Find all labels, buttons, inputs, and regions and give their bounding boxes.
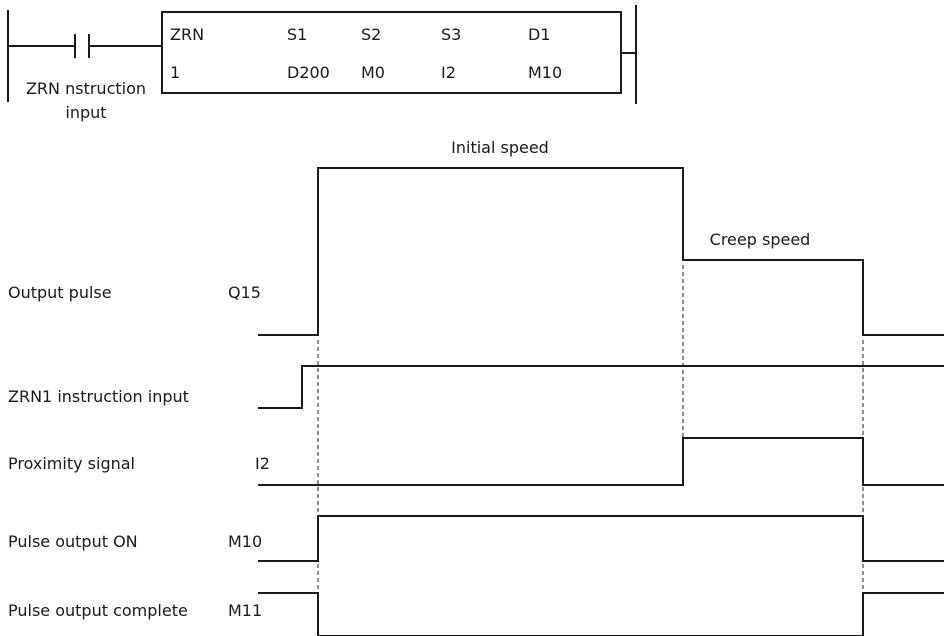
signal-name-zrn1-instruction-input: ZRN1 instruction input bbox=[8, 387, 189, 406]
header-s2: S2 bbox=[361, 25, 381, 44]
device-q15: Q15 bbox=[228, 283, 261, 302]
waveform-zrn1-instruction-input bbox=[258, 365, 944, 409]
creep-speed-label: Creep speed bbox=[710, 230, 811, 249]
device-m10: M10 bbox=[228, 532, 262, 551]
waveform-proximity-signal bbox=[258, 437, 944, 486]
signal-name-output-pulse: Output pulse bbox=[8, 283, 112, 302]
initial-speed-label: Initial speed bbox=[451, 138, 549, 157]
header-zrn: ZRN bbox=[170, 25, 204, 44]
normally-open-contact-icon bbox=[74, 34, 90, 58]
header-s3: S3 bbox=[441, 25, 461, 44]
instruction-operands: 1 D200 M0 I2 M10 bbox=[170, 63, 562, 82]
header-d1: D1 bbox=[528, 25, 551, 44]
waveform-output-pulse bbox=[258, 167, 944, 336]
operand-1: 1 bbox=[170, 63, 180, 82]
header-s1: S1 bbox=[287, 25, 307, 44]
signal-name-proximity-signal: Proximity signal bbox=[8, 454, 135, 473]
operand-d200: D200 bbox=[287, 63, 330, 82]
timing-markers bbox=[317, 265, 864, 636]
waveforms bbox=[258, 167, 944, 636]
operand-m0: M0 bbox=[361, 63, 385, 82]
contact-label-line2: input bbox=[65, 103, 106, 122]
device-m11: M11 bbox=[228, 601, 262, 620]
instruction-headers: ZRN S1 S2 S3 D1 bbox=[170, 25, 551, 44]
signal-name-pulse-output-on: Pulse output ON bbox=[8, 532, 138, 551]
waveform-pulse-output-complete bbox=[258, 592, 944, 636]
waveform-pulse-output-on bbox=[258, 515, 944, 562]
contact-label-line1: ZRN nstruction bbox=[26, 79, 146, 98]
operand-m10: M10 bbox=[528, 63, 562, 82]
ladder-rung: ZRN nstruction input ZRN S1 S2 S3 D1 1 D… bbox=[7, 5, 637, 122]
signal-name-pulse-output-complete: Pulse output complete bbox=[8, 601, 188, 620]
signal-labels: Output pulse Q15 ZRN1 instruction input … bbox=[8, 283, 270, 620]
device-i2: I2 bbox=[255, 454, 270, 473]
operand-i2: I2 bbox=[441, 63, 456, 82]
